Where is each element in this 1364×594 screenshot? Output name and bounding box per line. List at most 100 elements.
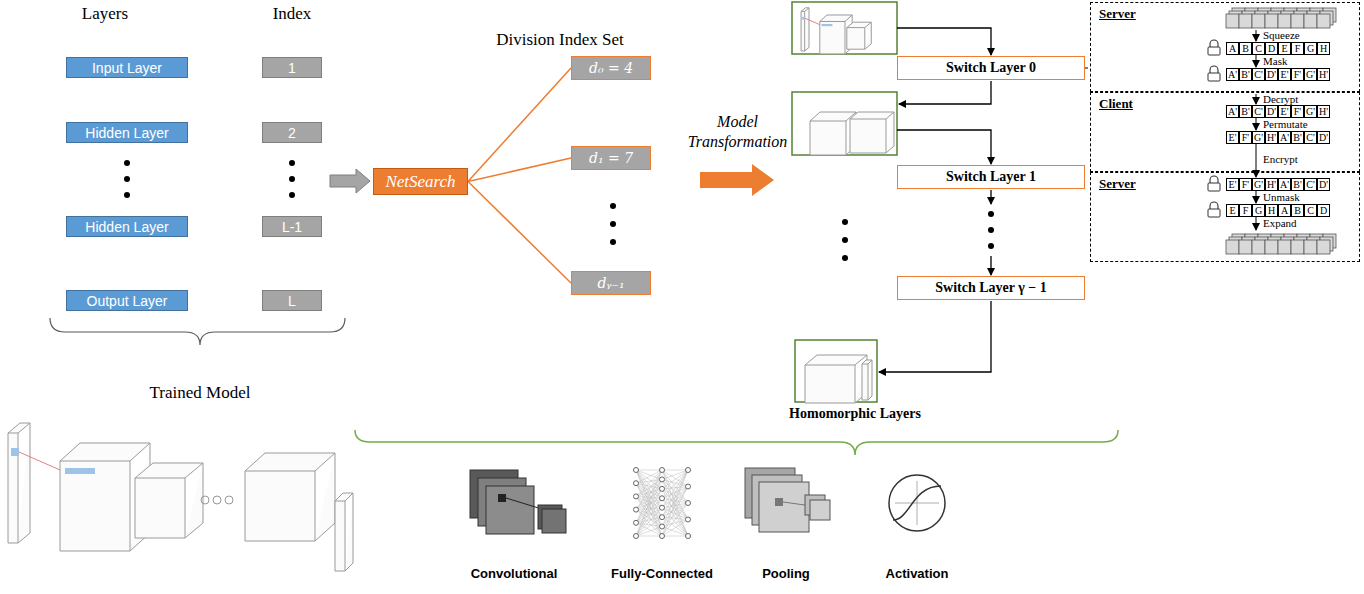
fc-neuron <box>686 468 691 473</box>
step-label: Model Transformation <box>680 112 795 152</box>
fc-edge <box>662 498 688 536</box>
switch-layer-box: Switch Layer γ − 1 <box>897 276 1085 300</box>
vector-cell: H' <box>1317 105 1330 118</box>
step-arrow <box>1256 30 1257 230</box>
vector-cell: A' <box>1226 68 1239 81</box>
vector-cell: G' <box>1252 131 1265 144</box>
lock-body <box>1208 209 1220 217</box>
kernel <box>65 468 95 474</box>
index-box: L <box>262 290 322 311</box>
lock-shackle <box>1210 176 1218 183</box>
fc-neuron <box>660 486 665 491</box>
layer-block <box>135 463 203 538</box>
fc-edge <box>662 536 688 537</box>
vector-cell: E' <box>1226 131 1239 144</box>
node-label: L <box>288 293 296 309</box>
vector-cell: A' <box>1278 178 1291 191</box>
fc-edge <box>662 520 688 537</box>
layer-block <box>862 360 872 400</box>
tensor-cell <box>1291 14 1304 28</box>
fc-neuron <box>634 494 639 499</box>
vector-cell: F <box>1291 42 1304 55</box>
vector-cell: D <box>1265 42 1278 55</box>
vector-cell: H' <box>1265 178 1278 191</box>
lock-body <box>1208 73 1220 81</box>
layer-block <box>8 423 30 543</box>
lock-body <box>1208 47 1220 55</box>
vector-cell: C' <box>1304 131 1317 144</box>
tensor-cell <box>1239 14 1252 28</box>
fc-edge <box>662 487 688 508</box>
fc-edge <box>662 470 688 471</box>
vector-cell: C <box>1252 42 1265 55</box>
fc-edge <box>636 470 662 536</box>
vector-cell: F' <box>1291 105 1304 118</box>
icon-label: Activation <box>847 566 987 581</box>
vector-cell: G <box>1252 204 1265 217</box>
fc-edge <box>636 479 662 536</box>
vector-cell: A' <box>1226 105 1239 118</box>
tensor-cell <box>1291 240 1304 254</box>
vector-cell: F' <box>1239 131 1252 144</box>
vector-cell: C' <box>1252 68 1265 81</box>
vector-cell: B' <box>1239 68 1252 81</box>
layer-box: Output Layer <box>66 290 188 311</box>
fc-edge <box>662 470 688 527</box>
tensor-cell <box>1252 14 1265 28</box>
connector <box>468 68 571 182</box>
fc-edge <box>636 527 662 536</box>
vector-cell: H' <box>1317 68 1330 81</box>
kernel <box>11 448 19 456</box>
vector-cell: F <box>1239 204 1252 217</box>
fc-edge <box>662 508 688 536</box>
lock-icon <box>1208 40 1220 217</box>
vector-cell: A <box>1226 42 1239 55</box>
layer-block <box>850 112 894 153</box>
fc-neuron <box>660 524 665 529</box>
icon-label: Convolutional <box>444 566 584 581</box>
fc-neuron <box>686 517 691 522</box>
fc-edge <box>636 470 662 527</box>
model-frame <box>795 340 877 402</box>
fc-neuron <box>634 520 639 525</box>
kernel <box>822 24 833 26</box>
fc-edge <box>636 470 662 471</box>
fc-neuron <box>660 477 665 482</box>
node-label: Server <box>1099 176 1136 192</box>
vector-cell: B' <box>1291 131 1304 144</box>
layer-block <box>335 493 353 571</box>
node-label: Hidden Layer <box>85 125 168 141</box>
vector-cell: H <box>1265 204 1278 217</box>
fc-edge <box>636 489 662 510</box>
model-frame <box>792 92 897 155</box>
node-label: Switch Layer γ − 1 <box>935 280 1047 296</box>
fc-icon <box>634 468 691 539</box>
node-label: Switch Layer 1 <box>946 169 1036 185</box>
fc-edge <box>636 517 662 536</box>
fc-edge <box>662 470 688 536</box>
fc-edge <box>662 479 688 536</box>
vector-cell: E' <box>1278 68 1291 81</box>
fc-edge <box>636 508 662 536</box>
pool-icon <box>745 468 830 532</box>
switch-layer-box: Switch Layer 1 <box>897 165 1085 189</box>
ellipsis-dots <box>124 160 994 261</box>
tensor-cell <box>1265 240 1278 254</box>
index-box: 1 <box>262 57 322 78</box>
dot <box>201 496 209 504</box>
step-label: Mask <box>1263 55 1287 67</box>
step-label: Unmask <box>1263 191 1300 203</box>
node-label: Client <box>1099 96 1133 112</box>
block-arrow <box>330 169 370 193</box>
index-box: L-1 <box>262 216 322 237</box>
node-label: Hidden Layer <box>85 219 168 235</box>
fc-edge <box>662 503 688 527</box>
fc-edge <box>662 487 688 537</box>
step-label: Encrypt <box>1263 153 1298 165</box>
tensor-cell <box>1239 240 1252 254</box>
node-label: NetSearch <box>385 172 455 192</box>
fc-edge <box>636 470 662 496</box>
layer-box: Hidden Layer <box>66 216 188 237</box>
layer-block <box>810 112 856 155</box>
